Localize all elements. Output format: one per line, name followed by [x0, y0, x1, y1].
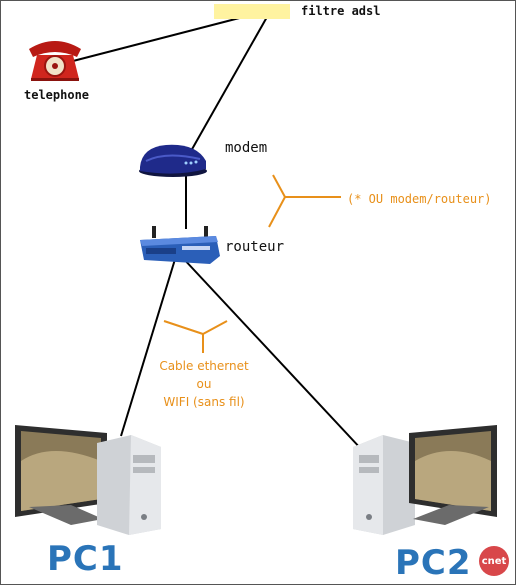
pc1-label: PC1: [47, 539, 124, 579]
modem-label: modem: [225, 140, 268, 156]
link-annotation-line1: Cable ethernet: [159, 359, 249, 373]
pc2-label: PC2: [395, 543, 472, 583]
link-annotation-line3: WIFI (sans fil): [163, 395, 245, 409]
link-annotation-line2: ou: [196, 377, 212, 391]
edge-router-pc1: [120, 255, 177, 437]
adsl-filter: [214, 4, 290, 19]
edge-router-pc2: [180, 255, 364, 452]
telephone-label: telephone: [24, 88, 90, 102]
modem-router-note: (* OU modem/routeur): [347, 192, 492, 206]
edge-filter-modem: [190, 16, 268, 152]
edge-filter-telephone: [72, 14, 252, 62]
pc2-icon: [353, 425, 497, 535]
router-label: routeur: [225, 239, 285, 255]
modem-router-brace: [268, 174, 341, 228]
link-annotation: Cable ethernet ou WIFI (sans fil): [149, 357, 259, 411]
telephone-icon: [29, 41, 81, 81]
pc1-icon: [15, 425, 161, 535]
cnet-badge-text: cnet: [481, 555, 507, 567]
link-brace: [163, 320, 228, 353]
router-icon: [140, 226, 220, 264]
modem-icon: [139, 144, 207, 177]
filter-label: filtre adsl: [301, 4, 381, 18]
cnet-badge: cnet: [479, 546, 509, 576]
